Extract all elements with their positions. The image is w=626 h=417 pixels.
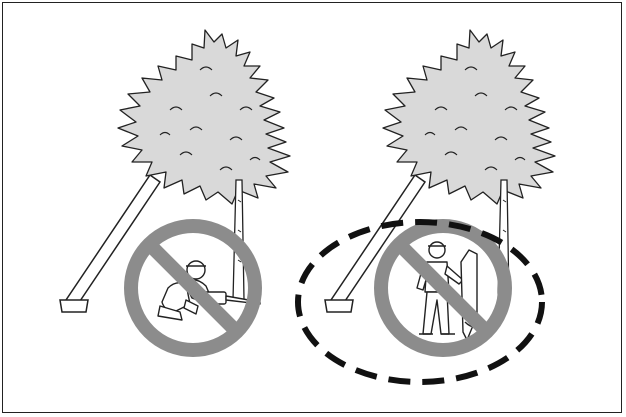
right-scene (325, 30, 555, 350)
left-scene (60, 30, 290, 350)
